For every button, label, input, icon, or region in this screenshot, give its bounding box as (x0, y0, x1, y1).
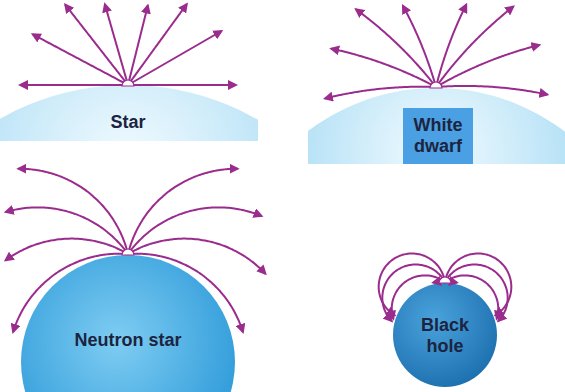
light-ray (325, 87, 436, 99)
light-ray (128, 254, 243, 332)
light-rays (5, 169, 265, 332)
star-surface (0, 85, 258, 141)
node-label: Black hole (400, 315, 490, 357)
white-dwarf-label: White dwarf (404, 115, 472, 157)
emission-point (430, 82, 442, 88)
black-hole-label: Black hole (400, 315, 490, 357)
light-ray (128, 31, 222, 85)
light-ray (436, 45, 539, 87)
star-label: Star (110, 112, 145, 133)
light-ray (445, 264, 508, 321)
label-patch (403, 108, 473, 164)
light-ray (20, 84, 128, 86)
light-ray (128, 207, 262, 254)
light-ray (128, 4, 187, 85)
light-ray (65, 5, 128, 85)
node-label: White dwarf (404, 115, 472, 157)
emission-point (122, 80, 134, 86)
white-dwarf-surface (308, 88, 565, 164)
light-rays (379, 253, 512, 321)
light-ray (356, 9, 436, 87)
node-label: Neutron star (73, 330, 183, 351)
light-ray (392, 275, 445, 318)
light-ray (128, 84, 236, 86)
neutron-star-label: Neutron star (73, 330, 183, 351)
light-ray (13, 254, 128, 332)
light-ray (436, 7, 513, 87)
light-rays (325, 5, 547, 99)
light-ray (436, 86, 547, 95)
light-ray (128, 169, 238, 254)
light-ray (379, 253, 445, 315)
light-ray (33, 34, 128, 85)
emission-point (439, 277, 451, 283)
light-rays (20, 4, 236, 85)
emission-point (122, 249, 134, 255)
light-ray (445, 253, 511, 315)
node-label: Star (110, 112, 145, 133)
black-hole-sphere (393, 283, 497, 387)
light-ray (128, 239, 265, 274)
light-ray (436, 5, 466, 87)
light-ray (445, 275, 498, 318)
light-ray (5, 239, 128, 261)
light-ray (105, 4, 128, 85)
light-ray (403, 6, 436, 87)
light-ray (128, 5, 148, 85)
light-ray (18, 169, 128, 254)
